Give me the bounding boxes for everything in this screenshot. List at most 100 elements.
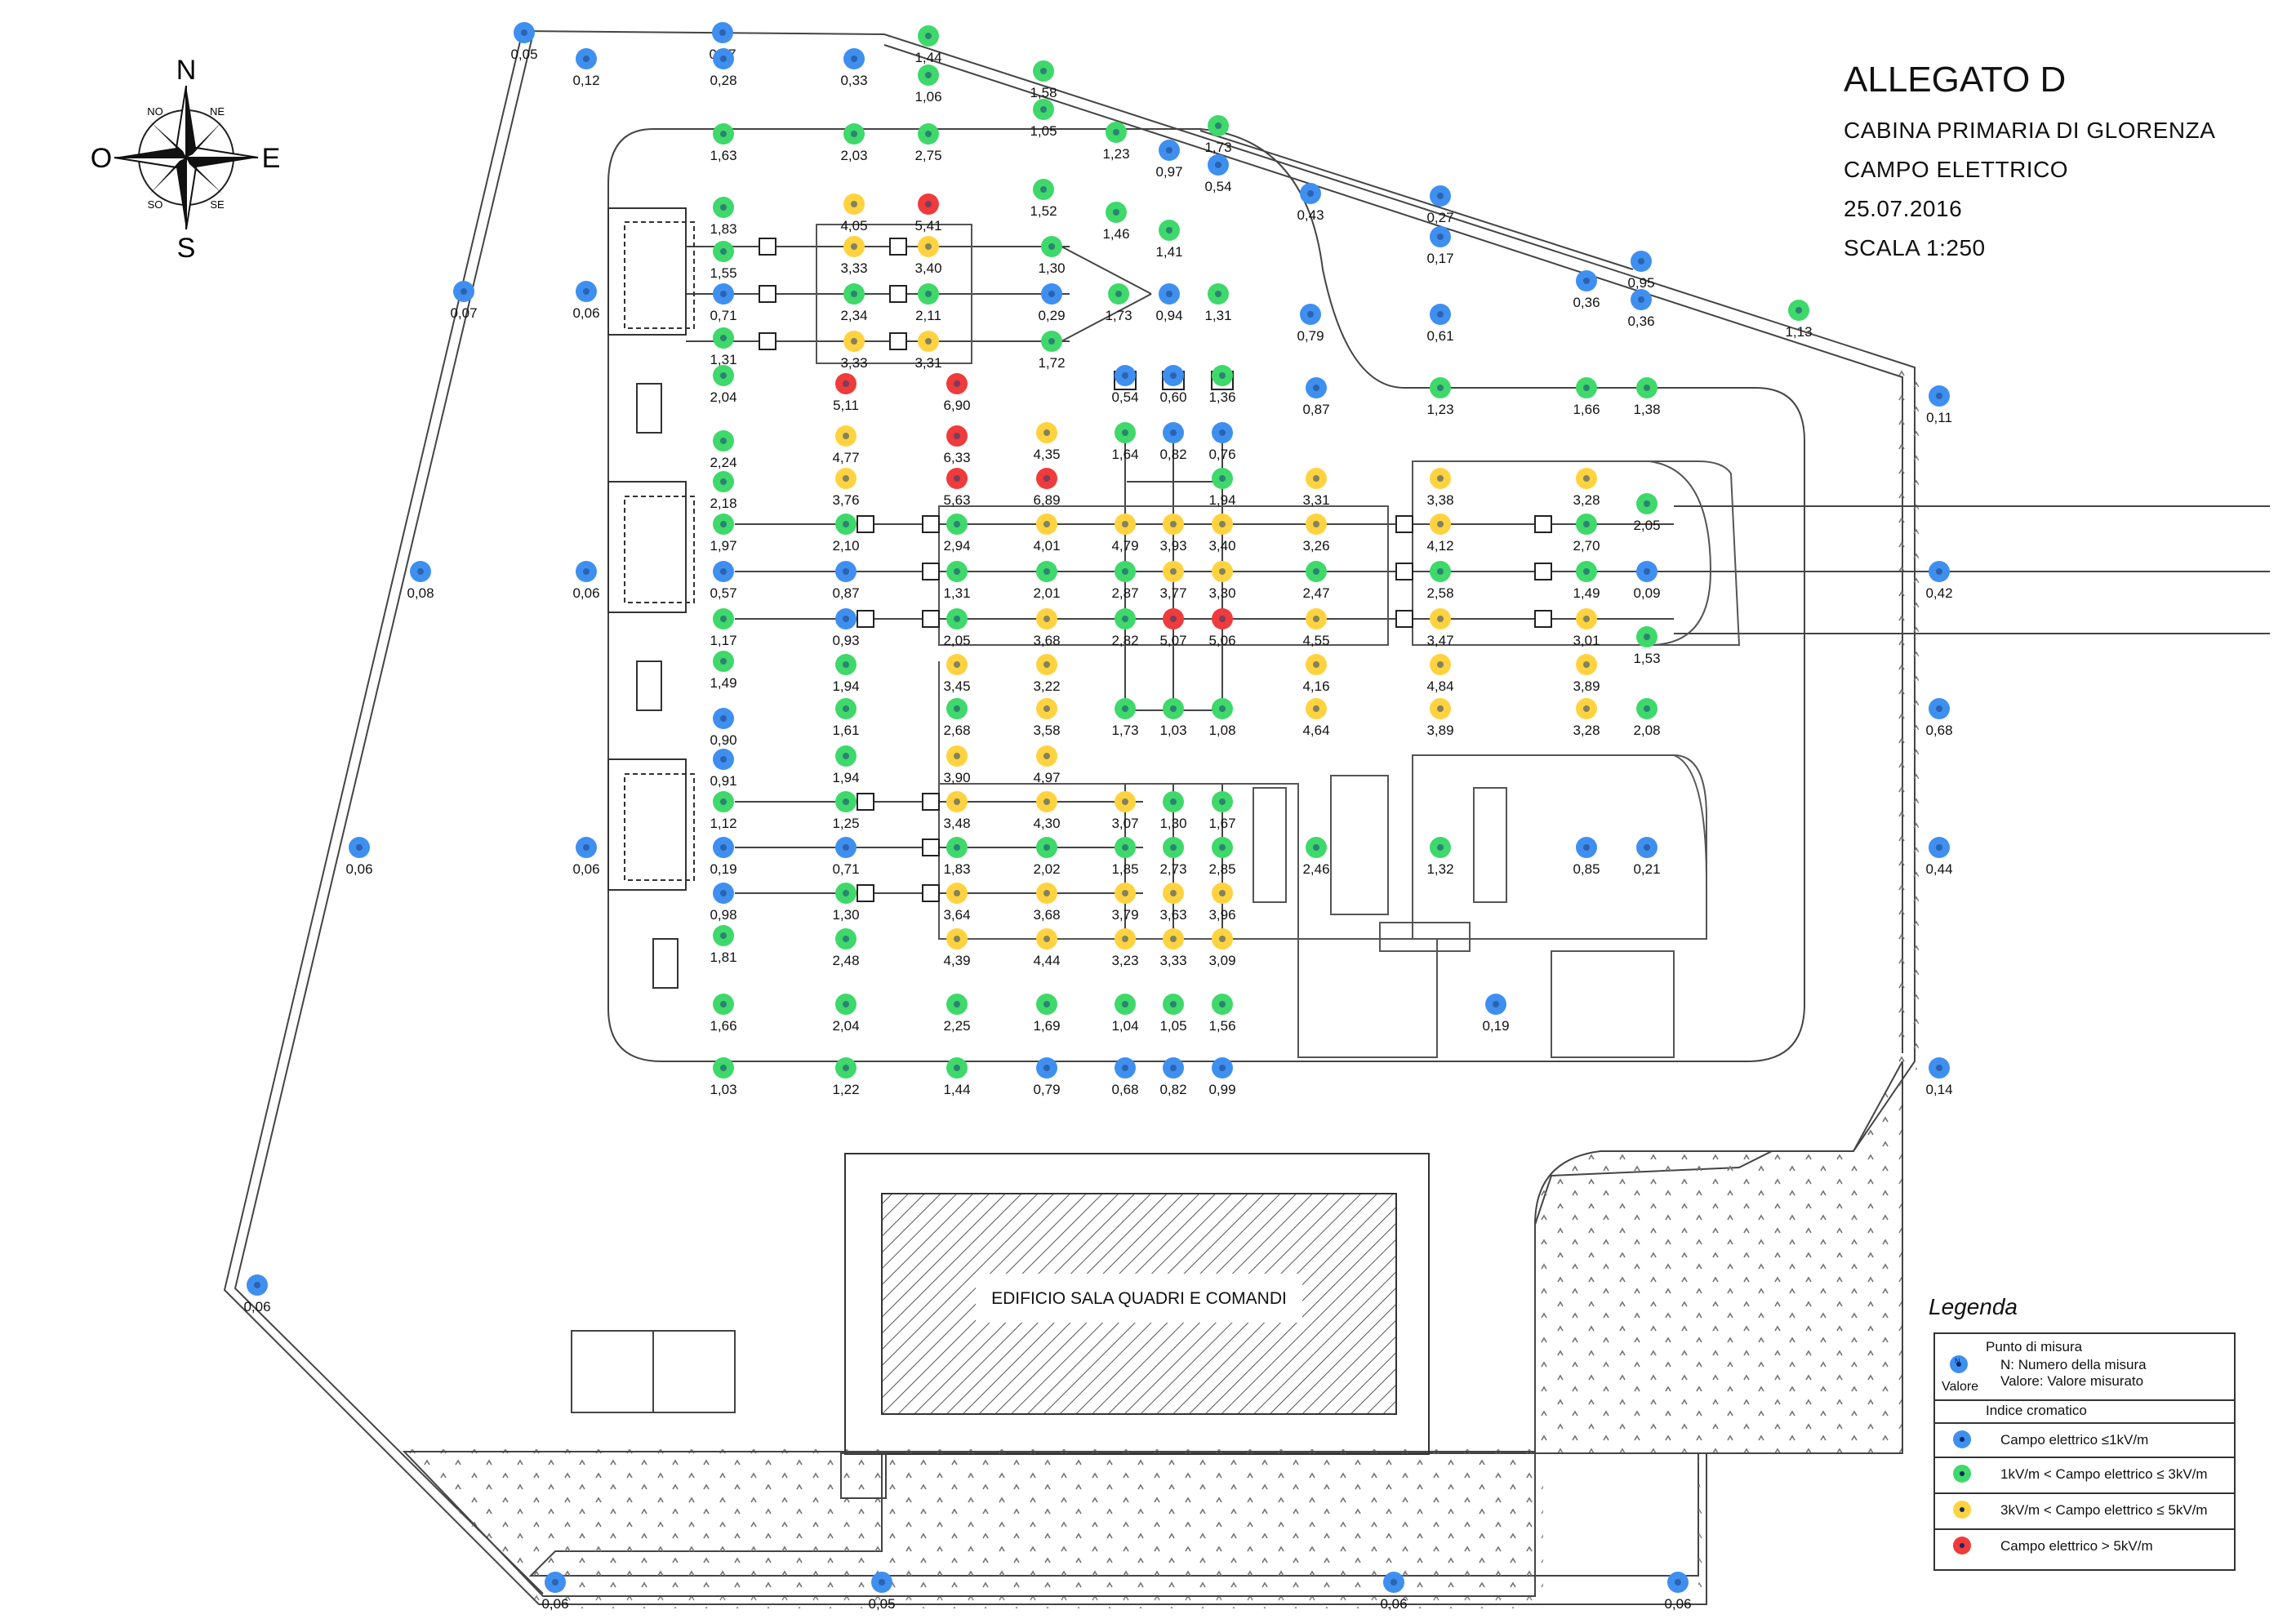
internal-road (607, 128, 1805, 1062)
measurement-marker-core (1170, 521, 1177, 527)
measurement-point: 0,87 (1302, 377, 1330, 417)
measurement-marker-core (1170, 844, 1177, 851)
measurement-point: 3,90 (943, 745, 971, 785)
measurement-marker-core (1437, 475, 1444, 482)
measurement-point: 5,63 (943, 468, 971, 508)
measurement-marker-core (1043, 661, 1050, 668)
measurement-marker-core (583, 288, 590, 295)
measurement-value: 2,11 (915, 308, 941, 323)
measurement-point: 1,61 (832, 698, 860, 738)
measurement-point: 4,44 (1033, 928, 1061, 968)
measurement-marker-core (925, 243, 932, 250)
measurement-marker-core (843, 798, 849, 805)
measurement-value: 3,68 (1033, 907, 1060, 923)
measurement-value: 6,89 (1033, 492, 1060, 508)
measurement-value: 0,85 (1573, 861, 1600, 877)
measurement-marker-core (1043, 890, 1050, 896)
measurement-marker-core (1043, 844, 1050, 851)
measurement-value: 4,44 (1033, 953, 1060, 968)
measurement-value: 2,01 (1033, 585, 1060, 601)
measurement-point: 0,06 (572, 561, 600, 601)
measurement-point: 2,47 (1302, 561, 1330, 601)
measurement-value: 3,33 (840, 355, 867, 371)
measurement-point: 3,33 (840, 331, 868, 371)
measurement-value: 0,06 (243, 1299, 270, 1314)
measurement-point: 1,03 (1159, 698, 1187, 738)
legend-heading: Legenda (1929, 1294, 2018, 1319)
measurement-marker-core (1122, 844, 1128, 851)
measurement-point: 0,19 (1482, 994, 1510, 1034)
measurement-marker-core (1795, 307, 1802, 314)
measurement-marker-core (1113, 209, 1119, 216)
measurement-value: 3,31 (914, 355, 941, 371)
measurement-value: 0,05 (510, 47, 537, 62)
measurement-value: 0,87 (832, 585, 859, 601)
measurement-marker-core (1644, 844, 1650, 851)
measurement-point: 3,68 (1033, 608, 1061, 648)
measurement-marker-core (1313, 475, 1319, 482)
transformers (607, 207, 695, 989)
measurement-point: 0,76 (1208, 422, 1236, 462)
measurement-value: 1,81 (710, 950, 736, 965)
measurement-point: 0,54 (1204, 154, 1232, 194)
measurement-marker-core (1048, 291, 1055, 297)
measurement-value: 0,71 (710, 308, 736, 323)
measurement-value: 1,05 (1030, 123, 1057, 139)
measurement-point: 1,73 (1204, 115, 1232, 155)
measurement-marker-core (1219, 1065, 1226, 1071)
measurement-marker-core (925, 291, 932, 297)
measurement-marker-core (954, 433, 960, 439)
measurement-point: 0,06 (1664, 1572, 1692, 1612)
measurement-marker-core (954, 568, 960, 575)
measurement-marker-core (954, 705, 960, 712)
measurement-value: 0,91 (710, 773, 736, 789)
drawing-subtitle-site: CABINA PRIMARIA DI GLORENZA (1844, 118, 2216, 143)
measurement-marker-core (1583, 475, 1590, 482)
measurement-marker-core (1437, 385, 1444, 391)
measurement-point: 1,08 (1208, 698, 1236, 738)
measurement-value: 1,30 (1038, 260, 1065, 276)
measurement-value: 2,73 (1159, 861, 1186, 877)
measurement-marker-core (1043, 429, 1050, 436)
measurement-point: 2,10 (832, 514, 860, 554)
compass-no: NO (147, 105, 163, 118)
measurement-point: 1,81 (710, 925, 737, 965)
measurement-point: 0,08 (407, 561, 434, 601)
measurement-marker-core (1437, 521, 1444, 527)
measurement-point: 4,05 (840, 193, 868, 234)
measurement-marker-core (1043, 1001, 1050, 1007)
measurement-point: 4,64 (1302, 698, 1330, 738)
measurement-value: 1,30 (1159, 816, 1186, 831)
measurement-point: 1,49 (710, 651, 737, 691)
measurement-marker-core (1313, 385, 1319, 391)
measurement-marker-core (954, 1065, 960, 1071)
measurement-marker-core (1313, 616, 1319, 622)
measurement-value: 1,25 (832, 816, 859, 831)
green-areas (402, 367, 1919, 1608)
measurement-value: 3,31 (1302, 492, 1329, 508)
measurement-marker-core (1043, 936, 1050, 942)
measurement-value: 1,52 (1030, 203, 1057, 219)
measurement-point: 1,32 (1426, 837, 1454, 877)
measurement-marker-core (954, 661, 960, 668)
measurement-value: 1,94 (832, 770, 859, 785)
compass-n: N (176, 55, 197, 86)
measurement-value: 1,72 (1038, 355, 1065, 371)
measurement-value: 4,77 (832, 450, 859, 465)
measurement-point: 2,46 (1302, 837, 1330, 877)
measurement-marker-core (720, 204, 727, 211)
measurement-point: 1,49 (1573, 561, 1600, 601)
measurement-point: 3,47 (1426, 608, 1454, 648)
measurement-marker-core (851, 131, 857, 137)
compass-e: E (262, 143, 281, 174)
measurement-point: 1,05 (1030, 99, 1057, 139)
measurement-marker-core (1170, 705, 1177, 712)
measurement-point: 1,72 (1038, 331, 1066, 371)
measurement-marker-core (720, 521, 727, 527)
measurement-point: 2,24 (710, 430, 737, 470)
measurement-point: 0,85 (1573, 837, 1600, 877)
measurement-value: 0,82 (1159, 1082, 1186, 1097)
measurement-point: 2,08 (1633, 698, 1661, 738)
measurement-marker-core (1166, 291, 1172, 297)
measurement-value: 3,28 (1573, 723, 1600, 738)
